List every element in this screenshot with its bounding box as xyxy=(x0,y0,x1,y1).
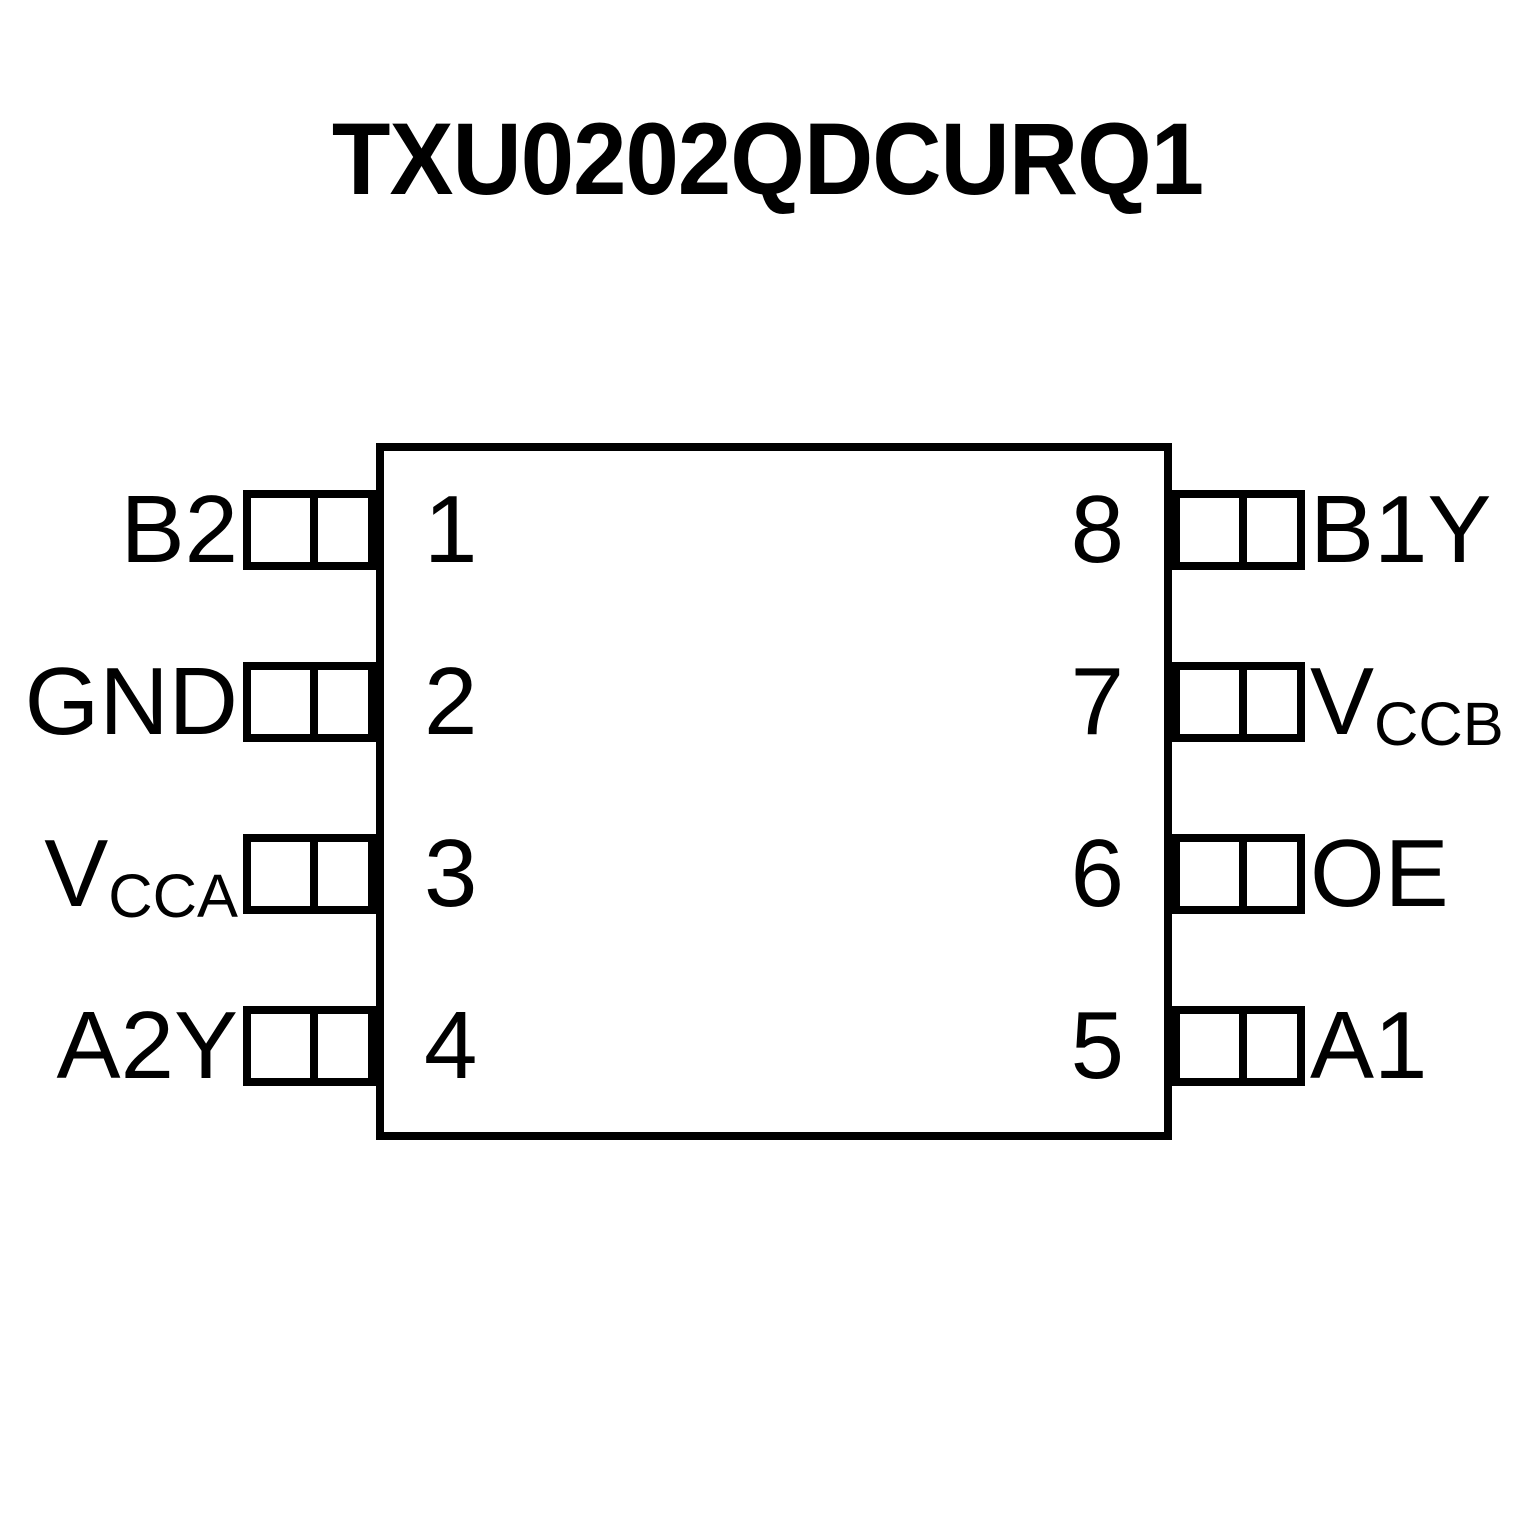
pin-label-7-subscript: CCB xyxy=(1374,690,1504,760)
pin-stub-cell-inner xyxy=(1180,1014,1239,1078)
pin-number-5: 5 xyxy=(1070,992,1124,1099)
pin-number-7: 7 xyxy=(1070,648,1124,755)
pin-label-2-base: GND xyxy=(24,648,238,755)
chip-package-body xyxy=(376,443,1172,1140)
pin-label-1-base: B2 xyxy=(120,476,238,583)
pin-stub-4 xyxy=(243,1006,376,1086)
pin-number-4: 4 xyxy=(424,992,478,1099)
pin-number-1: 1 xyxy=(424,476,478,583)
pin-label-8-base: B1Y xyxy=(1310,476,1492,583)
pin-stub-6 xyxy=(1172,834,1305,914)
pin-label-5: A1 xyxy=(1310,998,1535,1094)
pin-stub-cell-outer xyxy=(251,842,310,906)
pin-label-3-subscript: CCA xyxy=(108,862,238,932)
pin-stub-cell-outer xyxy=(1238,498,1298,562)
pin-label-2: GND xyxy=(0,654,238,750)
pin-number-3: 3 xyxy=(424,820,478,927)
pin-stub-cell-outer xyxy=(1238,1014,1298,1078)
pin-label-8: B1Y xyxy=(1310,482,1535,578)
pin-stub-8 xyxy=(1172,490,1305,570)
pin-stub-cell-outer xyxy=(1238,842,1298,906)
pin-label-7-base: V xyxy=(1310,648,1375,755)
pin-stub-cell-inner xyxy=(309,1014,369,1078)
pin-stub-cell-outer xyxy=(251,670,310,734)
pin-number-6: 6 xyxy=(1070,820,1124,927)
pin-label-3-base: V xyxy=(44,820,109,927)
pin-stub-cell-inner xyxy=(309,670,369,734)
pin-stub-cell-inner xyxy=(309,498,369,562)
page-title: TXU0202QDCURQ1 xyxy=(331,102,1204,216)
pin-label-5-base: A1 xyxy=(1310,992,1428,1099)
pin-label-7: VCCB xyxy=(1310,654,1535,760)
pin-number-2: 2 xyxy=(424,648,478,755)
pin-label-6: OE xyxy=(1310,826,1535,922)
pin-stub-5 xyxy=(1172,1006,1305,1086)
pin-stub-cell-outer xyxy=(251,1014,310,1078)
pin-stub-cell-outer xyxy=(1238,670,1298,734)
pin-stub-1 xyxy=(243,490,376,570)
pin-stub-cell-inner xyxy=(1180,498,1239,562)
pin-stub-cell-outer xyxy=(251,498,310,562)
pin-stub-3 xyxy=(243,834,376,914)
pin-label-4: A2Y xyxy=(0,998,238,1094)
pin-label-3: VCCA xyxy=(0,826,238,932)
pin-number-8: 8 xyxy=(1070,476,1124,583)
pin-stub-2 xyxy=(243,662,376,742)
pin-stub-cell-inner xyxy=(1180,670,1239,734)
pin-stub-7 xyxy=(1172,662,1305,742)
pin-stub-cell-inner xyxy=(309,842,369,906)
pin-label-6-base: OE xyxy=(1310,820,1449,927)
pin-label-1: B2 xyxy=(0,482,238,578)
pin-label-4-base: A2Y xyxy=(56,992,238,1099)
pin-stub-cell-inner xyxy=(1180,842,1239,906)
